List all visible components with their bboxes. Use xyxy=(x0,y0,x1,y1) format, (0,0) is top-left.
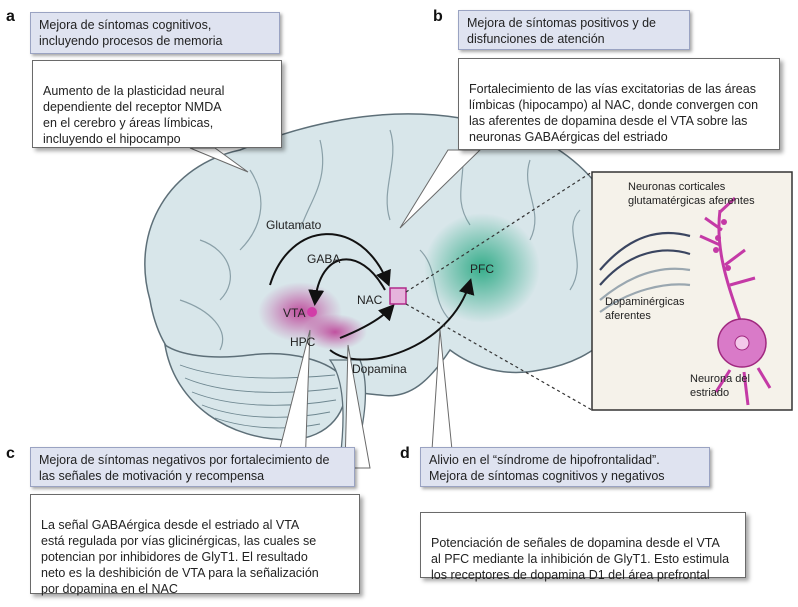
axons xyxy=(599,231,691,313)
panel-b-header: Mejora de síntomas positivos y de disfun… xyxy=(458,10,690,50)
pathway-arrows xyxy=(269,233,475,361)
panel-d-header-text: Alivio en el “síndrome de hipofrontalida… xyxy=(429,453,665,483)
striatal-neuron xyxy=(699,196,772,406)
vta-marker xyxy=(307,307,317,317)
panel-b-body-text: Fortalecimiento de las vías excitatorias… xyxy=(469,82,759,144)
cerebellum-folia xyxy=(179,364,339,429)
panel-d-letter: d xyxy=(400,445,410,462)
dendritic-spines xyxy=(713,219,731,271)
hpc-glow xyxy=(303,314,367,350)
neuron-nucleus xyxy=(734,335,750,351)
dopamina-label: Dopamina xyxy=(352,362,407,376)
panel-a-header-text: Mejora de síntomas cognitivos, incluyend… xyxy=(39,18,223,48)
panel-c-header-text: Mejora de síntomas negativos por fortale… xyxy=(39,453,330,483)
nac-marker xyxy=(389,287,407,305)
panel-d-header: Alivio en el “síndrome de hipofrontalida… xyxy=(420,447,710,487)
panel-c-body-text: La señal GABAérgica desde el estriado al… xyxy=(41,518,319,596)
nac-label: NAC xyxy=(357,293,383,307)
panel-d-body: Potenciación de señales de dopamina desd… xyxy=(420,512,746,582)
striatal-neuron-label: Neurona del estriado xyxy=(690,373,750,399)
panel-c-header: Mejora de síntomas negativos por fortale… xyxy=(30,447,355,487)
panel-a-body-text: Aumento de la plasticidad neural dependi… xyxy=(43,84,225,146)
dopaminergic-afferents-label: Dopaminérgicas aferentes xyxy=(605,296,685,322)
cortical-afferents-label: Neuronas corticales glutamatérgicas afer… xyxy=(628,181,755,207)
panel-b-header-text: Mejora de síntomas positivos y de disfun… xyxy=(467,16,656,46)
panel-d-body-text: Potenciación de señales de dopamina desd… xyxy=(431,536,730,582)
callout-pointers xyxy=(189,147,482,481)
panel-c-letter: c xyxy=(6,445,15,462)
pfc-label: PFC xyxy=(470,262,494,276)
glutamato-label: Glutamato xyxy=(266,218,322,232)
panel-c-body: La señal GABAérgica desde el estriado al… xyxy=(30,494,360,596)
pfc-glow xyxy=(424,213,540,323)
panel-a-body: Aumento de la plasticidad neural dependi… xyxy=(32,60,282,148)
hpc-label: HPC xyxy=(290,335,316,349)
panel-a-header: Mejora de síntomas cognitivos, incluyend… xyxy=(30,12,280,54)
gaba-label: GABA xyxy=(307,252,341,266)
panel-b-letter: b xyxy=(433,8,443,25)
panel-a-letter: a xyxy=(6,8,15,25)
panel-b-body: Fortalecimiento de las vías excitatorias… xyxy=(458,58,780,150)
inset-connectors xyxy=(405,171,593,411)
vta-label: VTA xyxy=(283,306,306,320)
